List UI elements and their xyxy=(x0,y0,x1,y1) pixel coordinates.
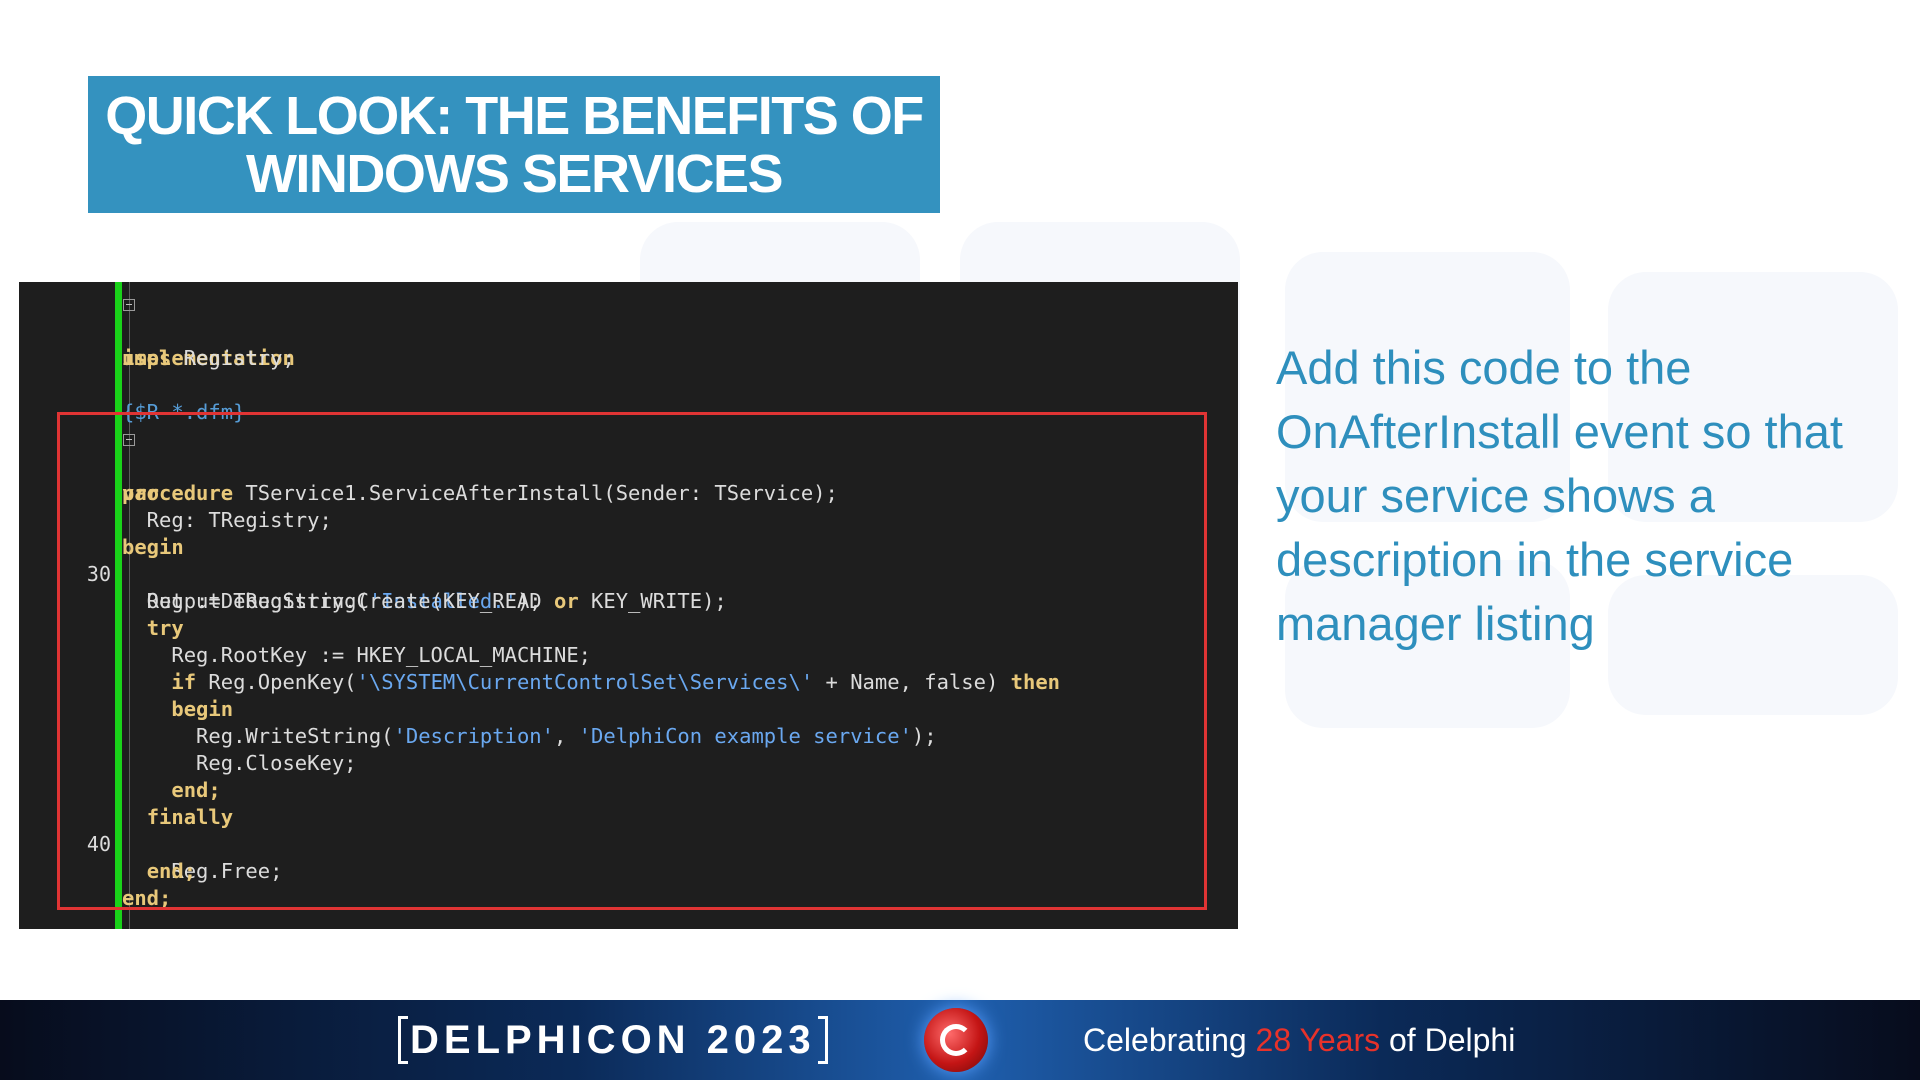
code-editor: implementation uses Registry; {$R *.dfm}… xyxy=(19,282,1238,929)
footer-tagline: Celebrating 28 Years of Delphi xyxy=(1083,1018,1515,1062)
keyword: then xyxy=(1010,670,1061,694)
modified-lines-bar xyxy=(115,282,122,929)
line-number: 40 xyxy=(86,832,111,856)
code-line: Reg.RootKey := HKEY_LOCAL_MACHINE; xyxy=(19,615,591,667)
keyword: procedure xyxy=(122,481,234,505)
code-text: Reg.RootKey := HKEY_LOCAL_MACHINE; xyxy=(122,643,591,667)
code-text: Reg := TRegistry.Create(KEY_READ xyxy=(122,589,554,613)
code-text: + Name, false) xyxy=(813,670,1011,694)
code-text: Reg.CloseKey; xyxy=(122,751,357,775)
code-line: implementation xyxy=(19,291,295,370)
code-text: Reg: TRegistry; xyxy=(122,508,332,532)
keyword: implementation xyxy=(122,346,295,370)
slide-title: QUICK LOOK: THE BENEFITS OF WINDOWS SERV… xyxy=(88,76,940,213)
code-line: procedure TService1.ServiceAfterInstall(… xyxy=(19,426,838,505)
keyword: finally xyxy=(146,805,234,829)
code-line: 30 OutputDebugString('Installed.'); xyxy=(19,534,542,613)
delphi-helmet-icon xyxy=(924,1008,988,1072)
code-line: end; xyxy=(19,858,171,910)
line-number: 30 xyxy=(86,562,111,586)
logo-bracket-left xyxy=(398,1016,408,1064)
keyword: var xyxy=(122,481,160,505)
code-line: end; xyxy=(19,831,196,883)
fold-guide xyxy=(129,282,130,929)
code-line: end; xyxy=(19,750,220,802)
code-text: ); xyxy=(516,589,542,613)
code-highlight-box xyxy=(57,412,1207,910)
code-line: Reg.CloseKey; xyxy=(19,723,356,775)
code-text: TService1.ServiceAfterInstall(Sender: TS… xyxy=(233,481,838,505)
code-line: Reg := TRegistry.Create(KEY_READ or KEY_… xyxy=(19,561,727,613)
tagline-years: 28 Years xyxy=(1255,1022,1381,1058)
keyword: or xyxy=(553,589,579,613)
keyword: uses xyxy=(122,346,172,370)
code-line: begin xyxy=(19,669,233,721)
slide-description: Add this code to the OnAfterInstall even… xyxy=(1276,341,1843,650)
fold-toggle-icon[interactable] xyxy=(123,434,135,446)
keyword: begin xyxy=(122,535,184,559)
code-text: Registry; xyxy=(171,346,295,370)
code-line: begin xyxy=(19,507,184,559)
keyword: begin xyxy=(171,697,234,721)
footer-banner: DELPHICON 2023 Celebrating 28 Years of D… xyxy=(0,1000,1920,1080)
string-literal: 'Description' xyxy=(393,724,554,748)
code-text: OutputDebugString( xyxy=(122,589,369,613)
code-text: Reg.Free; xyxy=(122,859,283,883)
keyword: end; xyxy=(122,886,172,910)
code-text: Reg.WriteString( xyxy=(122,724,394,748)
code-line: Reg: TRegistry; xyxy=(19,480,332,532)
code-line: 40 Reg.Free; xyxy=(19,804,283,883)
keyword: end; xyxy=(171,778,221,802)
fold-toggle-icon[interactable] xyxy=(123,299,135,311)
keyword: try xyxy=(146,616,184,640)
code-line: var xyxy=(19,453,159,505)
code-text: Reg.OpenKey( xyxy=(196,670,357,694)
code-line: Reg.WriteString('Description', 'DelphiCo… xyxy=(19,696,937,748)
code-line: try xyxy=(19,588,184,640)
code-text: KEY_WRITE); xyxy=(578,589,727,613)
keyword: end; xyxy=(146,859,197,883)
slide-title-line-1: QUICK LOOK: THE BENEFITS OF xyxy=(105,85,924,146)
string-literal: 'DelphiCon example service' xyxy=(578,724,912,748)
background-tile xyxy=(1285,560,1570,728)
event-logo: DELPHICON 2023 xyxy=(410,1018,816,1062)
code-line: uses Registry; xyxy=(19,318,295,370)
code-line: finally xyxy=(19,777,233,829)
keyword: if xyxy=(171,670,197,694)
code-line: if Reg.OpenKey('\SYSTEM\CurrentControlSe… xyxy=(19,642,1060,694)
tagline-text: Celebrating xyxy=(1083,1022,1256,1058)
tagline-text: of Delphi xyxy=(1380,1022,1516,1058)
code-text: , xyxy=(553,724,579,748)
background-tile xyxy=(1285,252,1570,522)
string-literal: '\SYSTEM\CurrentControlSet\Services\' xyxy=(356,670,814,694)
slide-title-line-2: WINDOWS SERVICES xyxy=(245,143,784,204)
string-literal: 'Installed.' xyxy=(368,589,517,613)
code-line: {$R *.dfm} xyxy=(19,372,245,424)
code-text: ); xyxy=(911,724,937,748)
logo-bracket-right xyxy=(818,1016,828,1064)
background-tile xyxy=(1608,575,1898,715)
background-tile xyxy=(1608,272,1898,522)
